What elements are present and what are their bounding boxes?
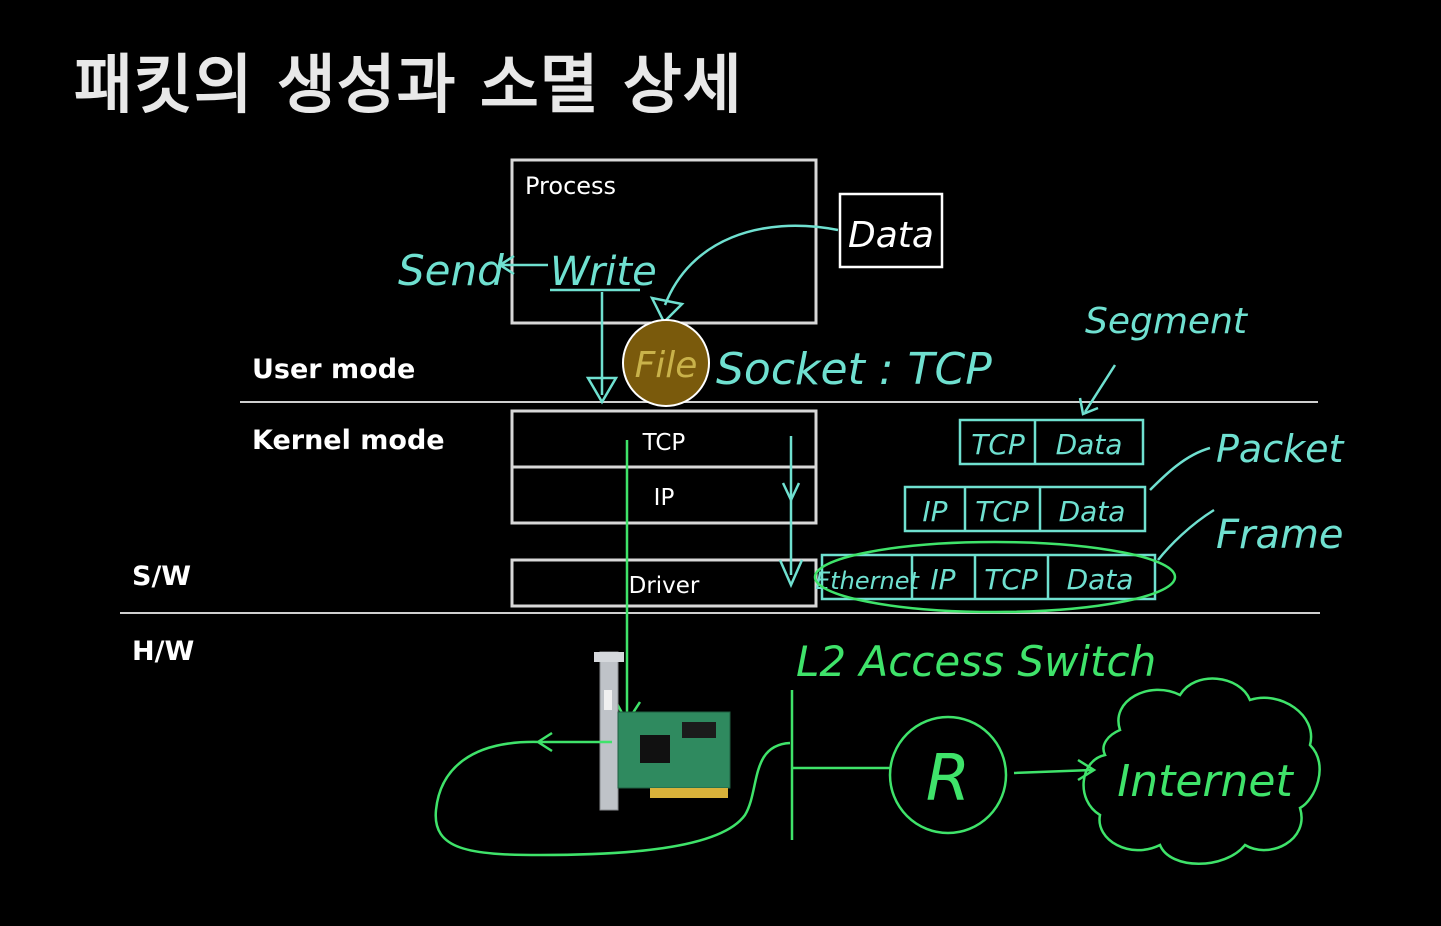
page-title: 패킷의 생성과 소멸 상세: [74, 49, 743, 123]
file-label: File: [635, 345, 698, 386]
process-label: Process: [525, 172, 616, 200]
internet-label: Internet: [1117, 756, 1294, 807]
packet-pointer: [1149, 446, 1211, 491]
packet-cell-data: Data: [1059, 495, 1126, 528]
segment-row: TCP Data: [958, 418, 1145, 466]
segment-cell-data: Data: [1056, 428, 1123, 461]
socket-label: Socket : TCP: [716, 344, 992, 395]
nic-card: [594, 651, 731, 811]
frame-cell-ethernet: Ethernet: [815, 567, 920, 595]
segment-cell-tcp: TCP: [971, 428, 1025, 461]
segment-pointer: [1078, 364, 1117, 416]
packet-row: IP TCP Data: [903, 485, 1147, 533]
internet-cloud: [1082, 677, 1321, 865]
send-label: Send: [398, 246, 504, 295]
router-label: R: [926, 742, 970, 816]
router-circle: [888, 715, 1008, 835]
frame-label: Frame: [1216, 512, 1344, 558]
frame-cell-tcp: TCP: [984, 563, 1038, 596]
data-box: [838, 192, 944, 269]
frame-cell-data: Data: [1067, 563, 1134, 596]
router-to-internet-arrow: [1013, 758, 1097, 782]
ip-box: [510, 465, 818, 525]
nic-cable-loop: [434, 731, 791, 857]
user-mode-label: User mode: [252, 354, 415, 385]
hw-label: H/W: [132, 636, 194, 667]
write-to-send-arrow: [497, 254, 548, 276]
driver-label: Driver: [629, 573, 700, 599]
frame-cell-ip: IP: [930, 563, 955, 596]
write-down-arrow: [585, 292, 619, 405]
frame-row: Ethernet IP TCP Data: [815, 553, 1157, 601]
tcp-ip-tick-arrow: [781, 482, 801, 503]
frame-highlight: [813, 540, 1177, 614]
write-label: Write: [550, 249, 657, 295]
kernel-down-arrow: [778, 436, 804, 589]
data-to-file-arrow: [649, 224, 839, 325]
packet-cell-ip: IP: [922, 495, 947, 528]
kernel-mode-label: Kernel mode: [252, 425, 445, 456]
packet-label: Packet: [1216, 427, 1345, 471]
frame-pointer: [1157, 508, 1215, 561]
sw-label: S/W: [132, 561, 191, 592]
packet-cell-tcp: TCP: [975, 495, 1029, 528]
ip-label: IP: [654, 485, 675, 511]
tcp-label: TCP: [642, 430, 686, 456]
switch-label: L2 Access Switch: [796, 637, 1156, 686]
segment-label: Segment: [1085, 301, 1249, 342]
data-label: Data: [848, 215, 934, 256]
file-circle: [622, 319, 710, 407]
